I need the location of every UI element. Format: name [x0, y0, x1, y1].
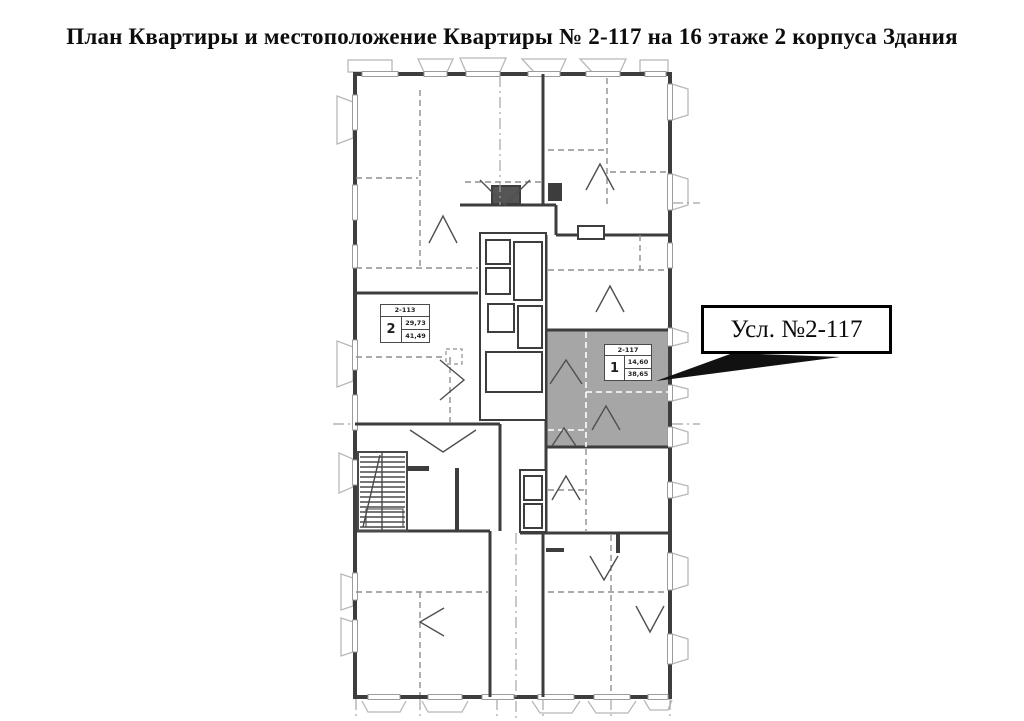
- total-area: 38,65: [627, 370, 649, 379]
- living-area: 14,60: [625, 356, 651, 369]
- elevator-core: [479, 185, 605, 533]
- callout-leader: [656, 353, 840, 381]
- unit-number: 2-117: [605, 345, 651, 356]
- apartment-label-2-113: 2-113 2 29,73 41,49: [380, 304, 430, 343]
- room-count: 1: [605, 356, 625, 380]
- wall-stubs: [407, 183, 620, 553]
- grid-centerlines: [333, 76, 700, 720]
- dashed-partitions: [356, 78, 668, 695]
- dashed-zone-box: [445, 348, 463, 365]
- windows: [352, 71, 673, 700]
- unit-number: 2-113: [381, 305, 429, 317]
- total-area: 41,49: [405, 332, 426, 340]
- door-swings: [409, 162, 665, 637]
- highlight-inner-dashed: [548, 332, 668, 447]
- room-count: 2: [381, 317, 402, 342]
- apartment-label-2-117: 2-117 1 14,60 38,65: [604, 344, 652, 381]
- living-area: 29,73: [402, 317, 429, 330]
- callout-box: Усл. №2-117: [701, 305, 892, 354]
- callout-label: Усл. №2-117: [730, 315, 863, 343]
- staircase: [357, 451, 408, 532]
- page-title: План Квартиры и местоположение Квартиры …: [66, 24, 958, 49]
